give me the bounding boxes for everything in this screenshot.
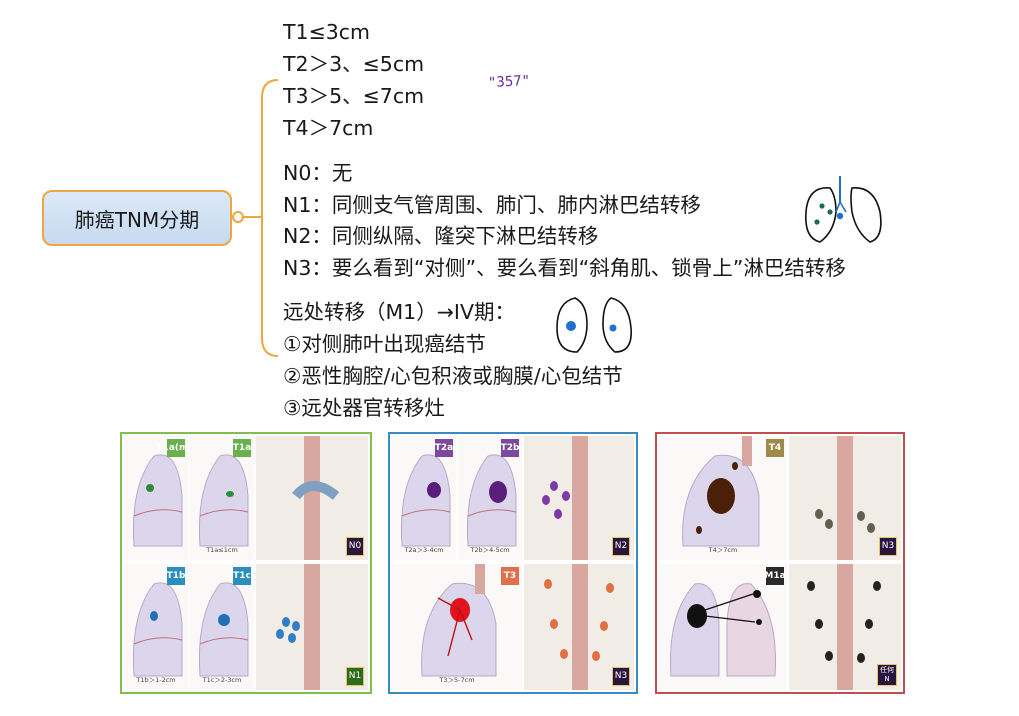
n-badge: 任何N bbox=[877, 664, 897, 686]
panel-t1-n0-n1: T1a(mi) T1a T1a≤1cm N0 T1b T1b＞1-2cm bbox=[120, 432, 372, 694]
size-caption: T2a＞3-4cm bbox=[404, 546, 444, 554]
mediastinum-illustration bbox=[544, 564, 614, 690]
size-caption: T2b＞4-5cm bbox=[470, 546, 510, 554]
m1-item-2: ②恶性胸腔/心包积液或胸膜/心包结节 bbox=[283, 364, 623, 388]
collapse-toggle[interactable] bbox=[232, 211, 244, 223]
t-badge: T1c bbox=[233, 567, 251, 585]
cell-t4: T4 T4＞7cm bbox=[659, 436, 787, 560]
bilateral-lung-illustration bbox=[670, 583, 776, 677]
size-caption: T4＞7cm bbox=[708, 546, 738, 554]
panel-t2-t3-n2-n3: T2a T2a＞3-4cm T2b T2b＞4-5cm N2 T3 T3＞5-7… bbox=[388, 432, 638, 694]
lymph-node-lung-sketch bbox=[804, 176, 882, 243]
cell-t1b: T1b T1b＞1-2cm bbox=[124, 564, 188, 690]
mediastinum-illustration bbox=[276, 564, 320, 690]
size-caption: T1b＞1-2cm bbox=[136, 676, 176, 684]
panel-border bbox=[655, 432, 905, 694]
cell-n2: N2 bbox=[524, 436, 634, 560]
cell-t2a: T2a T2a＞3-4cm bbox=[392, 436, 456, 560]
t-badge: T1b bbox=[167, 567, 185, 585]
n2-line: N2：同侧纵隔、隆突下淋巴结转移 bbox=[283, 224, 599, 248]
n-badge: N2 bbox=[612, 537, 630, 556]
t-badge: T2a bbox=[435, 439, 453, 457]
m1-item-1: ①对侧肺叶出现癌结节 bbox=[283, 332, 486, 356]
lung-illustration bbox=[132, 582, 183, 677]
cell-t2b: T2b T2b＞4-5cm bbox=[458, 436, 522, 560]
t-badge: T2b bbox=[501, 439, 519, 457]
cell-t3: T3 T3＞5-7cm bbox=[392, 564, 522, 690]
cell-m1a: M1a bbox=[659, 564, 787, 690]
n-badge: N3 bbox=[612, 667, 630, 686]
t2-line: T2＞3、≤5cm bbox=[283, 52, 425, 76]
panel-border bbox=[120, 432, 372, 694]
size-caption: T1a≤1cm bbox=[206, 546, 238, 554]
root-label: 肺癌TNM分期 bbox=[74, 207, 200, 232]
lung-illustration bbox=[198, 454, 249, 547]
n-badge: N0 bbox=[346, 537, 364, 556]
mediastinum-illustration bbox=[542, 436, 588, 560]
m1-heading: 远处转移（M1）→IV期： bbox=[283, 300, 515, 324]
cell-t1a-mi: T1a(mi) bbox=[124, 436, 188, 560]
n0-line: N0：无 bbox=[283, 161, 353, 185]
cell-n0: N0 bbox=[256, 436, 368, 560]
cell-n3: N3 bbox=[524, 564, 634, 690]
cell-n3-t4: N3 bbox=[789, 436, 901, 560]
t4-line: T4＞7cm bbox=[283, 116, 374, 140]
lung-illustration bbox=[132, 454, 183, 547]
t-badge: T1a bbox=[233, 439, 251, 457]
root-node[interactable]: 肺癌TNM分期 bbox=[42, 190, 232, 246]
m1-item-3: ③远处器官转移灶 bbox=[283, 396, 445, 420]
lung-illustration bbox=[198, 582, 249, 677]
cell-t1c: T1c T1c＞2-3cm bbox=[190, 564, 254, 690]
lung-illustration bbox=[400, 454, 451, 547]
distant-metastasis-lung-sketch bbox=[556, 297, 632, 353]
n3-line: N3：要么看到“对侧”、要么看到“斜角肌、锁骨上”淋巴结转移 bbox=[283, 256, 846, 280]
panel-border bbox=[388, 432, 638, 694]
handwritten-note: "357" bbox=[487, 72, 531, 92]
t1-line: T1≤3cm bbox=[283, 20, 371, 44]
cell-n1: N1 bbox=[256, 564, 368, 690]
mediastinum-illustration bbox=[815, 436, 875, 560]
cell-t1a: T1a T1a≤1cm bbox=[190, 436, 254, 560]
lung-illustration bbox=[682, 436, 760, 547]
n1-line: N1：同侧支气管周围、肺门、肺内淋巴结转移 bbox=[283, 193, 701, 217]
lung-illustration bbox=[466, 454, 517, 547]
t-badge: T4 bbox=[766, 439, 784, 457]
m-badge: M1a bbox=[764, 567, 786, 585]
mediastinum-illustration bbox=[807, 564, 881, 690]
cell-any-n: 任何N bbox=[789, 564, 901, 690]
size-caption: T1c＞2-3cm bbox=[202, 676, 242, 684]
t3-line: T3＞5、≤7cm bbox=[283, 84, 425, 108]
lung-illustration bbox=[421, 564, 497, 677]
size-caption: T3＞5-7cm bbox=[439, 676, 475, 684]
n-badge: N1 bbox=[346, 667, 364, 686]
t-badge: T1a(mi) bbox=[156, 439, 188, 457]
n-badge: N3 bbox=[879, 537, 897, 556]
mediastinum-illustration bbox=[292, 436, 340, 560]
panel-t4-m1a: T4 T4＞7cm N3 M1a bbox=[655, 432, 905, 694]
branch-connector bbox=[244, 79, 279, 357]
t-badge: T3 bbox=[501, 567, 519, 585]
